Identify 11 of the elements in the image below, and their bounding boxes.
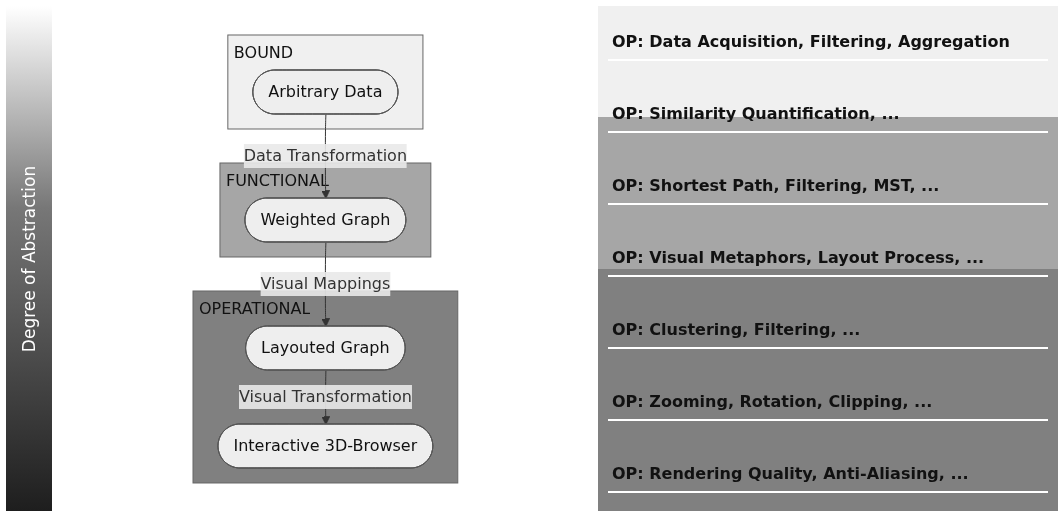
operation-text: OP: Shortest Path, Filtering, MST, ...	[608, 167, 1048, 205]
edge-label: Data Transformation	[243, 145, 407, 165]
operation-text: OP: Similarity Quantification, ...	[608, 95, 1048, 133]
edge-label: Visual Mappings	[260, 273, 390, 293]
edge-label: Visual Transformation	[238, 386, 412, 406]
axis-label: Degree of Abstraction	[19, 165, 39, 352]
operation-text: OP: Zooming, Rotation, Clipping, ...	[608, 384, 1048, 422]
operation-text: OP: Rendering Quality, Anti-Aliasing, ...	[608, 456, 1048, 494]
operation-text: OP: Clustering, Filtering, ...	[608, 312, 1048, 350]
operation-text: OP: Visual Metaphors, Layout Process, ...	[608, 240, 1048, 277]
operation-text: OP: Data Acquisition, Filtering, Aggregation	[608, 23, 1048, 61]
